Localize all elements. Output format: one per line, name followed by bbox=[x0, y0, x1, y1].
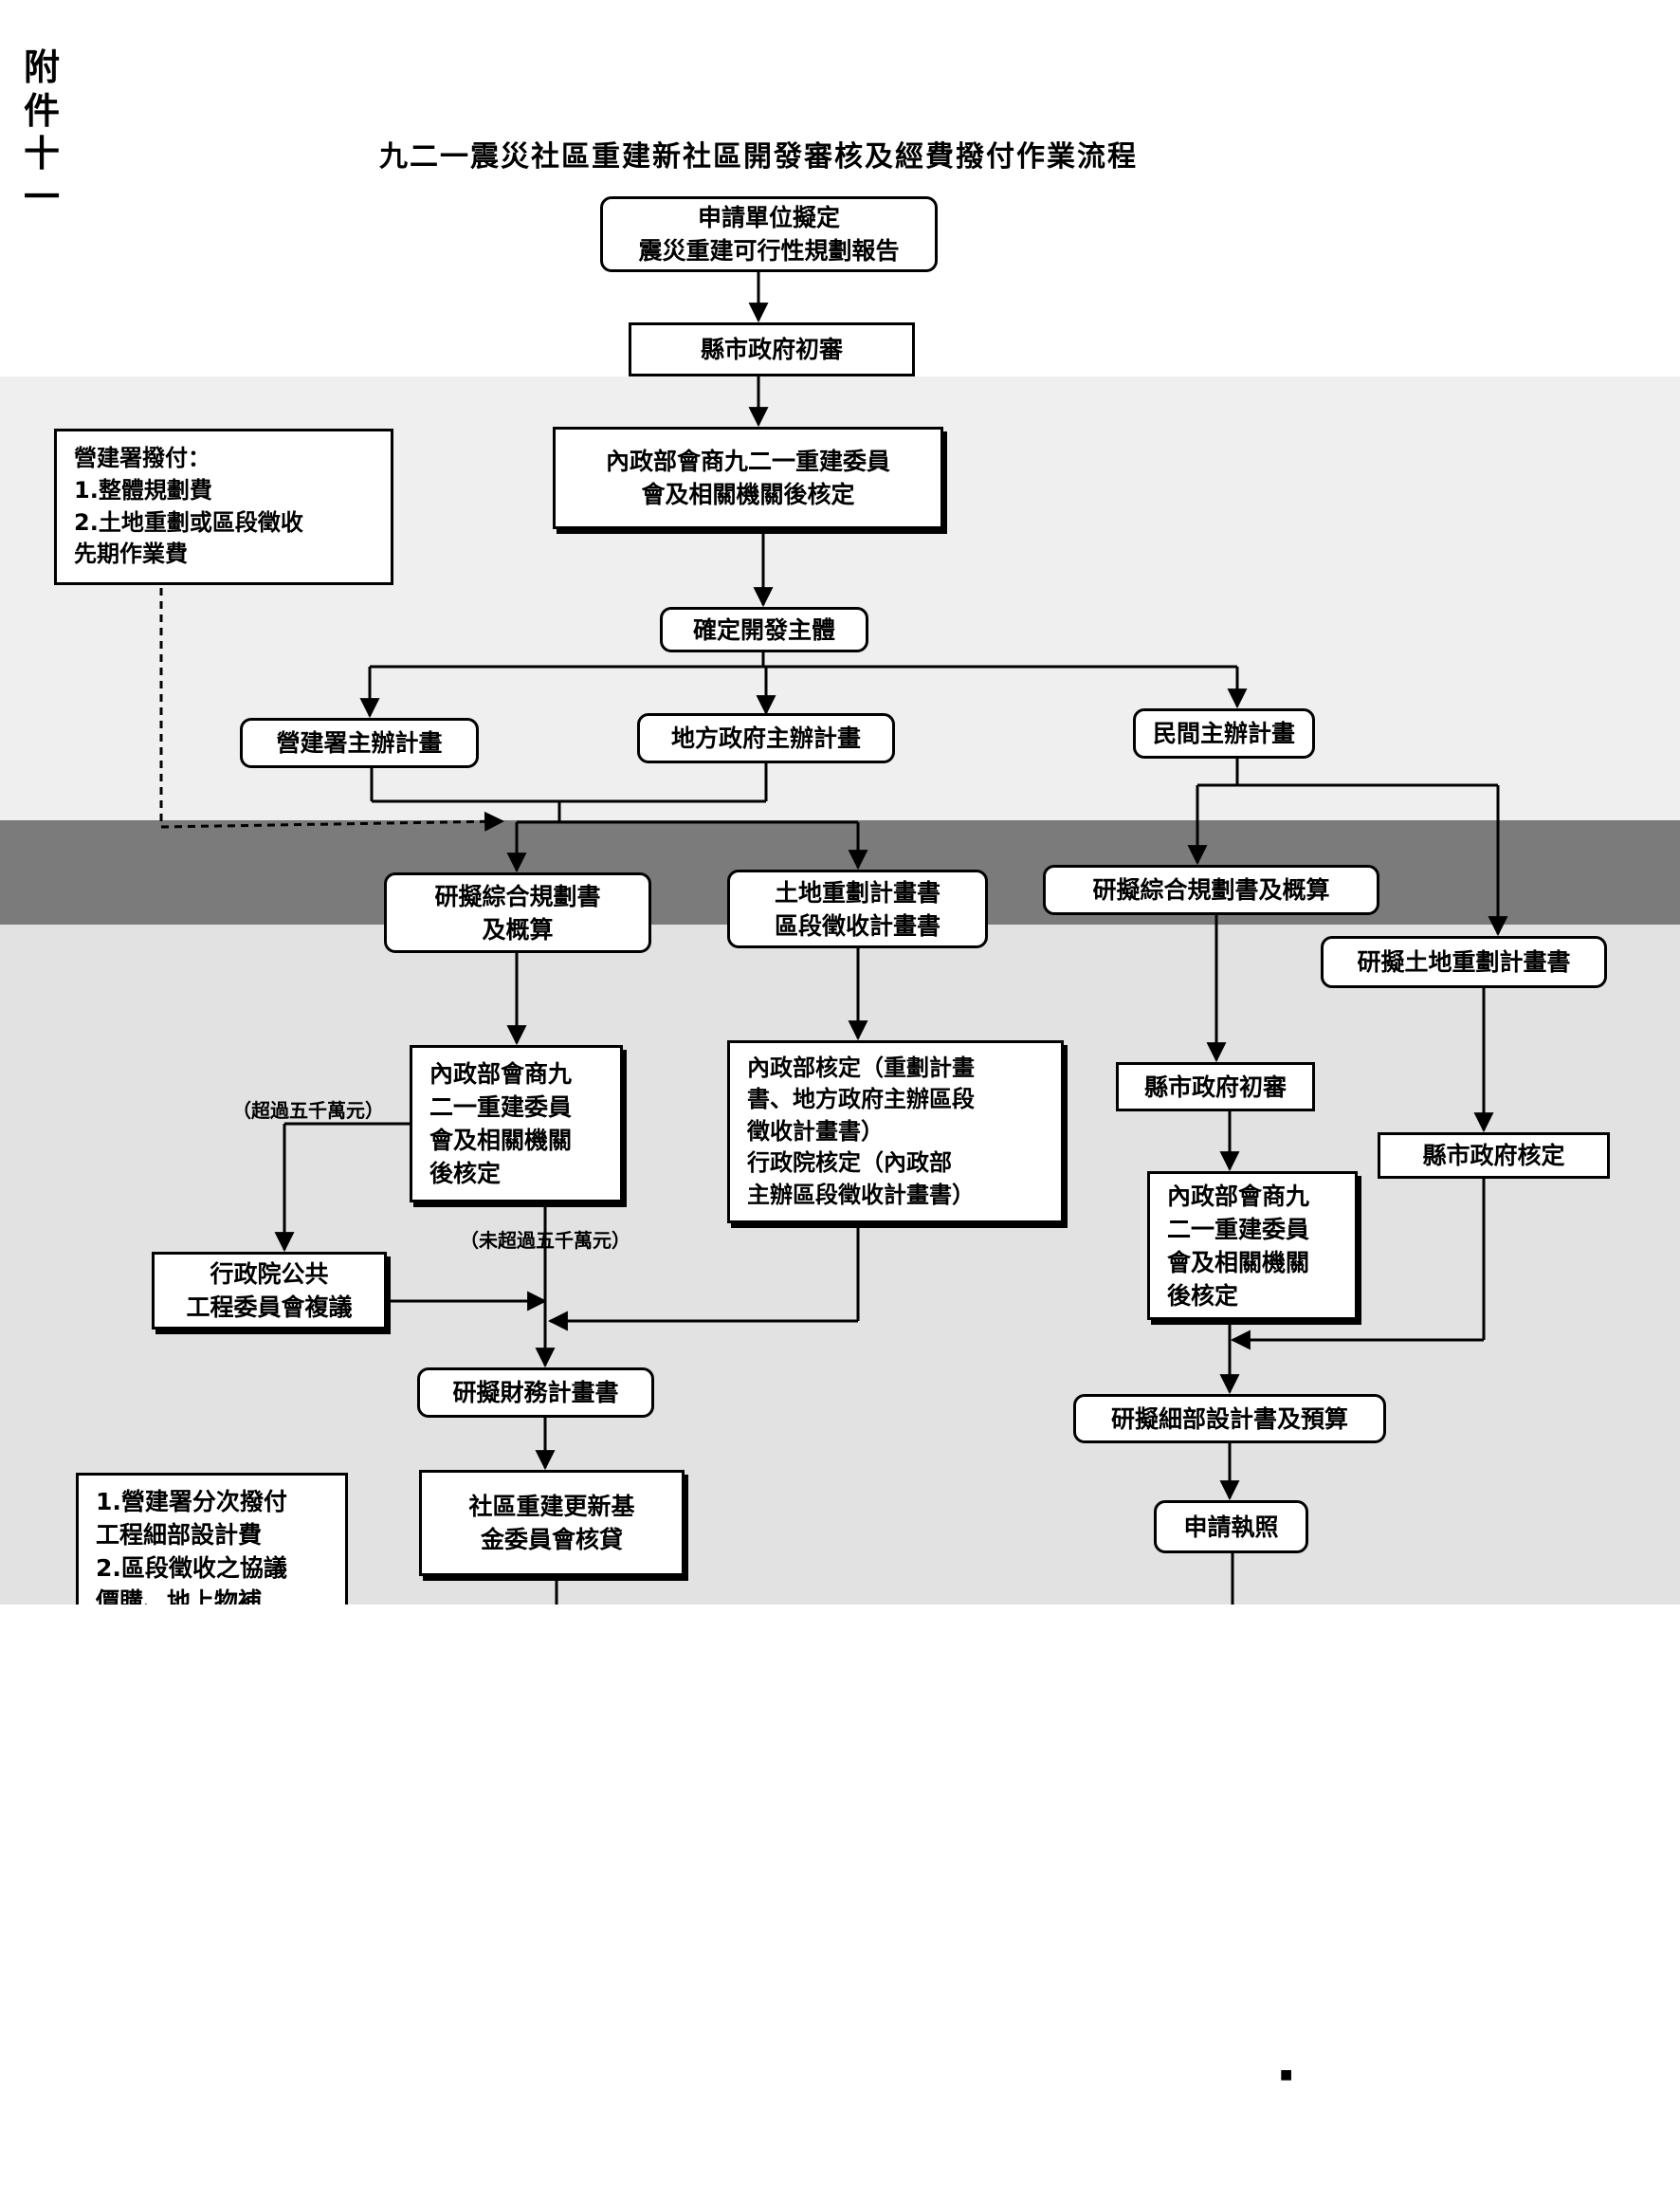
node-local-host: 地方政府主辦計畫 bbox=[637, 713, 895, 763]
node-moi-approve: 內政部核定（重劃計畫 書、地方政府主辦區段 徵收計畫書） 行政院核定（內政部 主… bbox=[727, 1040, 1064, 1223]
page-title: 九二一震災社區重建新社區開發審核及經費撥付作業流程 bbox=[379, 140, 1138, 174]
node-cpami-installment: 1.營建署分次撥付 工程細部設計費 2.區段徵收之協議 價購、地上物補 bbox=[76, 1473, 348, 1605]
node-fund-committee: 社區重建更新基 金委員會核貸 bbox=[419, 1470, 685, 1576]
scan-speck: ■ bbox=[1280, 2067, 1293, 2082]
node-pcc-review: 行政院公共 工程委員會複議 bbox=[152, 1252, 387, 1330]
node-moi-consult-2: 內政部會商九 二一重建委員 會及相關機關 後核定 bbox=[410, 1045, 623, 1202]
cpami-fund-dashed-h bbox=[160, 811, 505, 832]
node-financial-plan: 研擬財務計畫書 bbox=[417, 1367, 654, 1418]
label-under-50m: （未超過五千萬元） bbox=[460, 1229, 630, 1252]
node-confirm-body: 確定開發主體 bbox=[660, 607, 868, 652]
node-private-moi-consult: 內政部會商九 二一重建委員 會及相關機關 後核定 bbox=[1147, 1171, 1358, 1320]
node-private-county-approve: 縣市政府核定 bbox=[1378, 1132, 1610, 1179]
node-private-county-review: 縣市政府初審 bbox=[1116, 1062, 1315, 1111]
annex-label: 附 件 十 一 bbox=[23, 46, 60, 218]
node-cpami-host: 營建署主辦計畫 bbox=[240, 718, 479, 768]
node-cpami-fund: 營建署撥付： 1.整體規劃費 2.土地重劃或區段徵收 先期作業費 bbox=[54, 429, 393, 585]
node-private-draft-plan: 研擬綜合規劃書及概算 bbox=[1043, 865, 1379, 915]
node-land-plan: 土地重劃計畫書 區段徵收計畫書 bbox=[727, 870, 988, 948]
node-private-land-plan: 研擬土地重劃計畫書 bbox=[1321, 936, 1607, 988]
label-over-50m: （超過五千萬元） bbox=[232, 1099, 384, 1122]
node-detailed-design: 研擬細部設計書及預算 bbox=[1073, 1394, 1386, 1443]
node-apply-license: 申請執照 bbox=[1154, 1500, 1308, 1553]
node-moi-consult: 內政部會商九二一重建委員 會及相關機關後核定 bbox=[553, 427, 943, 529]
node-county-review: 縣市政府初審 bbox=[629, 322, 915, 376]
node-draft-plan-budget: 研擬綜合規劃書 及概算 bbox=[384, 872, 651, 953]
node-apply: 申請單位擬定 震災重建可行性規劃報告 bbox=[600, 196, 938, 272]
node-private-host: 民間主辦計畫 bbox=[1133, 708, 1315, 759]
